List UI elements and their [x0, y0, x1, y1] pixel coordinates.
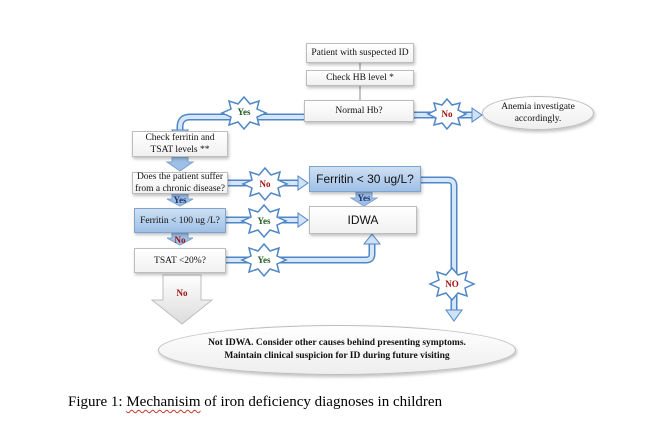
- node-chronic-disease: Does the patient suffer from a chronic d…: [132, 172, 228, 194]
- connector-ferritin-down: [165, 156, 195, 172]
- node-normal-hb-text: Normal Hb?: [335, 106, 383, 116]
- connector-ferritin30-to-notidwa: [420, 176, 463, 322]
- label-yes-ferritin100: Yes: [257, 216, 271, 226]
- anemia-line-2: accordingly.: [514, 114, 562, 124]
- label-no-tsat: No: [176, 288, 188, 298]
- yes-starburst-tsat: [240, 242, 288, 278]
- node-tsat: TSAT <20%?: [134, 248, 226, 273]
- node-ferritin-30-text: Ferritin < 30 ug/L?: [316, 172, 414, 186]
- label-no-ferritin30: NO: [445, 279, 459, 289]
- node-patient-suspected-id: Patient with suspected ID: [306, 43, 414, 63]
- node-anemia-investigate: Anemia investigate accordingly.: [482, 96, 594, 130]
- label-yes-ferritin30: Yes: [357, 193, 371, 203]
- node-idwa: IDWA: [309, 206, 417, 234]
- node-patient-text: Patient with suspected ID: [311, 48, 409, 58]
- node-normal-hb: Normal Hb?: [304, 100, 414, 122]
- node-tsat-text: TSAT <20%?: [154, 255, 206, 266]
- connector-chronic-to-ferritin100: [166, 193, 194, 207]
- connector-tsat-to-notidwa: [150, 274, 214, 325]
- caption-prefix: Figure 1:: [68, 394, 127, 410]
- node-ferritin-100: Ferritin < 100 ug /L?: [134, 208, 226, 233]
- chronic-line-2: from a chronic disease?: [135, 184, 225, 194]
- connector-ferritin30-to-idwa: [349, 191, 379, 207]
- label-no-normalhb: No: [441, 109, 453, 119]
- yes-starburst-ferritin100: [240, 203, 288, 239]
- chronic-line-1: Does the patient suffer: [136, 172, 224, 182]
- node-not-idwa: Not IDWA. Consider other causes behind p…: [158, 325, 516, 375]
- connector-tsat-to-idwa: [225, 233, 382, 264]
- label-yes-chronic: Yes: [173, 195, 187, 205]
- label-no-ferritin100: No: [174, 235, 186, 245]
- connector-ferritin100-to-tsat: [166, 232, 194, 246]
- not-idwa-line-1: Not IDWA. Consider other causes behind p…: [208, 338, 466, 348]
- figure-caption: Figure 1: Mechanisim of iron deficiency …: [68, 394, 442, 411]
- label-no-chronic: No: [259, 179, 271, 189]
- anemia-line-1: Anemia investigate: [501, 102, 575, 112]
- label-yes-tsat: Yes: [257, 255, 271, 265]
- node-idwa-text: IDWA: [347, 213, 379, 227]
- node-ferritin-100-text: Ferritin < 100 ug /L?: [140, 215, 220, 226]
- no-starburst-ferritin30: [428, 266, 476, 302]
- label-yes-normalhb: Yes: [237, 107, 251, 117]
- caption-misspelled-word: Mechanisim: [126, 394, 201, 410]
- yes-starburst-normalhb: [220, 95, 268, 131]
- check-ferritin-line-1: Check ferritin and: [145, 133, 215, 143]
- check-ferritin-line-2: TSAT levels **: [150, 145, 210, 155]
- node-check-ferritin-tsat: Check ferritin and TSAT levels **: [132, 131, 228, 157]
- node-check-hb-text: Check HB level *: [326, 73, 394, 83]
- node-check-hb: Check HB level *: [306, 70, 414, 86]
- no-starburst-normalhb: [426, 97, 468, 131]
- no-starburst-chronic: [241, 166, 289, 202]
- caption-rest: of iron deficiency diagnoses in children: [200, 394, 443, 410]
- not-idwa-line-2: Maintain clinical suspicion for ID durin…: [224, 351, 450, 361]
- node-ferritin-30: Ferritin < 30 ug/L?: [309, 166, 421, 192]
